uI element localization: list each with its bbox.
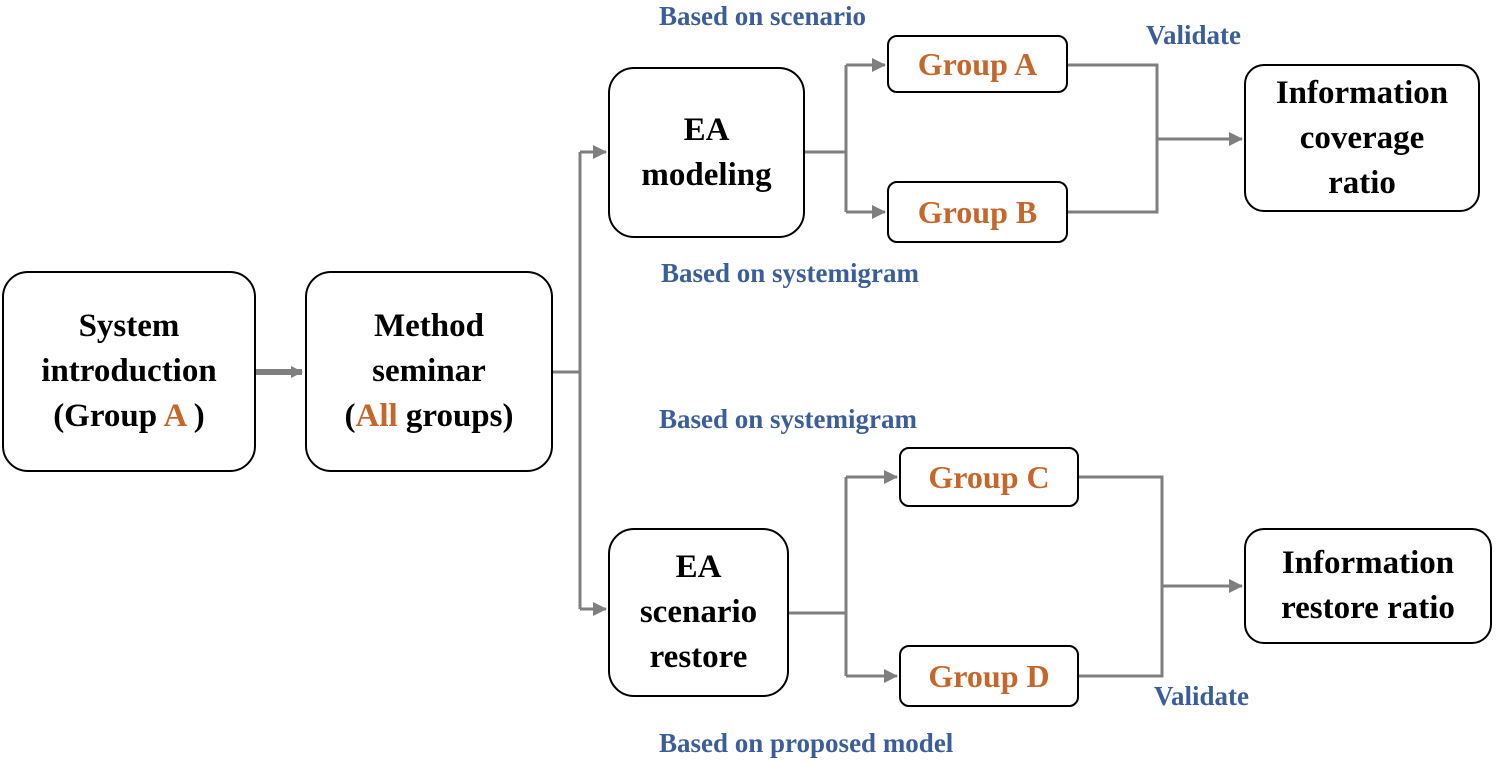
method-seminar-groups: groups) [397,398,514,434]
method-seminar-all: All [355,398,398,434]
line-modeling-split [805,65,848,212]
system-introduction-paren-close: ) [185,398,205,434]
ea-modeling-line1: EA [683,111,730,148]
ea-scenario-restore-line3: restore [649,639,748,675]
information-coverage-ratio-box: Information coverage ratio [1244,64,1480,212]
group-b-label: Group B [917,194,1038,230]
line-ab-merge [1068,63,1159,214]
information-coverage-ratio-line3: ratio [1328,164,1396,201]
information-restore-ratio-line1: Information [1281,545,1455,581]
note-validate-bottom: Validate [1154,681,1250,711]
ea-modeling-box: EA modeling [608,67,805,238]
information-restore-ratio-box: Information restore ratio [1244,528,1492,644]
system-introduction-line2: introduction [41,353,217,389]
information-coverage-ratio-line2: coverage [1299,119,1425,156]
information-coverage-ratio-line1: Information [1275,74,1449,111]
method-seminar-box: Method seminar (All groups) [305,271,553,472]
method-seminar-line1: Method [374,308,484,344]
group-d-box: Group D [899,645,1079,707]
method-seminar-paren-open: ( [344,398,356,434]
line-cd-merge [1079,475,1164,678]
information-restore-ratio-line2: restore ratio [1281,590,1455,626]
group-a-label: Group A [917,46,1038,82]
system-introduction-paren-open: (Group [53,398,164,434]
system-introduction-group-letter: A [163,398,186,434]
ea-scenario-restore-line1: EA [675,549,722,585]
note-based-on-systemigram-bottom: Based on systemigram [659,404,917,434]
ea-scenario-restore-line2: scenario [639,594,758,630]
system-introduction-line3: (Group A ) [53,394,205,439]
note-validate-top: Validate [1146,20,1242,50]
line-seminar-trunk [553,152,582,609]
method-seminar-line3: (All groups) [344,394,513,439]
group-c-box: Group C [899,447,1079,507]
group-b-box: Group B [887,181,1068,243]
group-c-label: Group C [928,459,1050,495]
note-based-on-proposed-model: Based on proposed model [659,728,954,758]
ea-modeling-line2: modeling [641,156,772,193]
note-based-on-systemigram-top: Based on systemigram [661,258,919,288]
ea-scenario-restore-box: EA scenario restore [608,528,789,697]
system-introduction-box: System introduction (Group A ) [2,271,256,472]
method-seminar-line2: seminar [372,353,486,389]
line-restore-split [789,477,848,676]
note-based-on-scenario: Based on scenario [659,1,867,31]
system-introduction-line1: System [78,308,180,344]
group-a-box: Group A [887,35,1068,93]
group-d-label: Group D [928,658,1050,694]
